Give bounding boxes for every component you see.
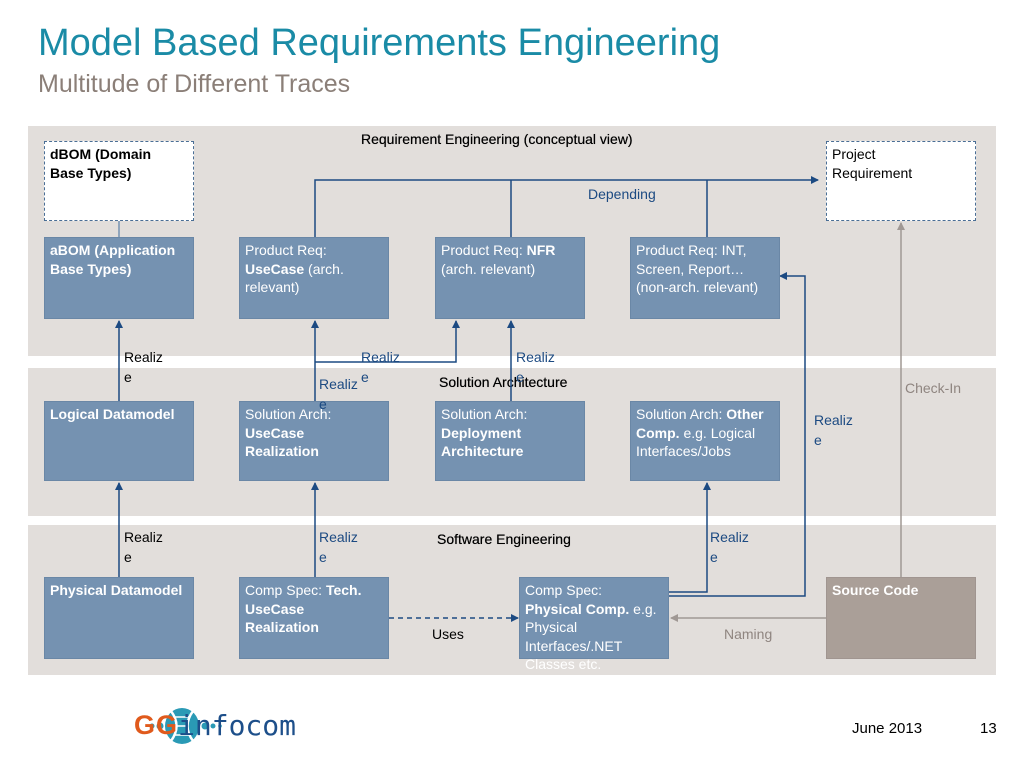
cs-phys-line3: Physical (525, 619, 578, 635)
box-project-requirement: Project Requirement (826, 141, 976, 221)
logo-infocom-text: infocom (178, 709, 297, 742)
pr-uc-bold: UseCase (245, 260, 305, 277)
sa-uc-line1: Solution Arch: (245, 406, 332, 422)
box-abom: aBOM (Application Base Types) (44, 237, 194, 319)
label-naming: Naming (724, 626, 773, 642)
pr-uc-line1: Product Req: (245, 242, 327, 258)
footer-page-number: 13 (980, 720, 997, 737)
box-logical-datamodel: Logical Datamodel (44, 401, 194, 481)
cs-tech-bold3: Realization (245, 619, 319, 635)
box-sa-other: Solution Arch: Other Comp. e.g. Logical … (630, 401, 780, 481)
gg-infocom-logo-icon (149, 708, 222, 744)
logo-gg-text: GG (134, 710, 179, 740)
sa-uc-bold2: Realization (245, 443, 319, 459)
cs-phys-line5: Classes etc. (525, 656, 602, 672)
pr-uc-line3: relevant) (245, 279, 300, 295)
dbom-line1: dBOM (Domain (50, 146, 152, 162)
box-comp-spec-physical: Comp Spec: Physical Comp. e.g. Physical … (519, 577, 669, 672)
box-product-req-int: Product Req: INT, Screen, Report… (non-a… (630, 237, 780, 319)
label-depending: Depending (588, 186, 656, 202)
label-realize-csphys: Realize (710, 529, 749, 565)
cs-tech-prefix: Comp Spec: (245, 582, 326, 598)
slide-title: Model Based Requirements Engineering (38, 22, 721, 64)
pr-nfr-prefix: Product Req: (441, 242, 527, 258)
label-uses: Uses (432, 626, 464, 642)
sa-dep-bold2: Architecture (441, 443, 524, 459)
label-realize-deploy: Realize (516, 349, 555, 385)
label-realize-cstech: Realize (319, 529, 358, 565)
cs-tech-bold2: UseCase (245, 600, 305, 617)
band-label-solution: Solution Architecture (439, 374, 568, 390)
arrow-csphys-saother (669, 482, 711, 593)
box-sa-usecase: Solution Arch: UseCase Realization (239, 401, 389, 481)
cs-phys-line1: Comp Spec: (525, 582, 603, 598)
physical-dm-text: Physical Datamodel (50, 582, 183, 598)
sa-uc-bold1: UseCase (245, 424, 305, 441)
band-label-requirement: Requirement Engineering (conceptual view… (361, 131, 633, 147)
sa-dep-line1: Solution Arch: (441, 406, 528, 422)
footer-date: June 2013 (852, 720, 923, 737)
sa-oth-rest: e.g. Logical (679, 424, 756, 441)
box-product-req-nfr: Product Req: NFR (arch. relevant) (435, 237, 585, 319)
source-code-text: Source Code (832, 582, 919, 598)
cs-phys-bold: Physical Comp. (525, 600, 630, 617)
logical-dm-text: Logical Datamodel (50, 406, 175, 422)
slide-subtitle: Multitude of Different Traces (38, 70, 351, 98)
sa-oth-line3: Interfaces/Jobs (636, 443, 731, 459)
pr-nfr-bold: NFR (526, 242, 556, 258)
box-comp-spec-tech: Comp Spec: Tech. UseCase Realization (239, 577, 389, 659)
dbom-line2: Base Types) (50, 164, 132, 181)
box-physical-datamodel: Physical Datamodel (44, 577, 194, 659)
pr-uc-rest: (arch. (304, 260, 344, 277)
project-req-line1: Project (832, 146, 876, 162)
abom-line1: aBOM (Application (50, 242, 176, 258)
label-check-in: Check-In (905, 380, 962, 396)
box-sa-deployment: Solution Arch: Deployment Architecture (435, 401, 585, 481)
label-realize-sa-nfr: Realize (361, 349, 400, 385)
arrow-csphys-print (669, 272, 806, 597)
cs-phys-line4: Interfaces/.NET (525, 637, 623, 654)
box-product-req-usecase: Product Req: UseCase (arch. relevant) (239, 237, 389, 319)
project-req-line2: Requirement (832, 164, 913, 181)
sa-oth-prefix: Solution Arch: (636, 406, 727, 422)
sa-oth-bold2: Comp. (636, 424, 680, 441)
pr-int-line2: Screen, Report… (636, 260, 745, 277)
box-source-code: Source Code (826, 577, 976, 659)
pr-int-line1: Product Req: INT, (636, 242, 747, 258)
abom-line2: Base Types) (50, 260, 132, 277)
pr-int-line3: (non-arch. relevant) (636, 279, 759, 295)
depending-line (314, 176, 819, 237)
label-realize-physical: Realize (124, 529, 163, 565)
sa-dep-bold1: Deployment (441, 424, 522, 441)
arrow-sa-uc-nfr (315, 320, 460, 363)
cs-tech-bold: Tech. (325, 582, 362, 598)
pr-nfr-line2: (arch. relevant) (441, 260, 536, 277)
label-realize-sa-uc: Realize (319, 376, 358, 412)
cs-phys-rest: e.g. (629, 600, 657, 617)
label-realize-logical-abom: Realize (124, 349, 163, 385)
sa-oth-bold: Other (726, 406, 764, 422)
box-dbom: dBOM (Domain Base Types) (44, 141, 194, 221)
band-label-software: Software Engineering (437, 531, 571, 547)
label-realize-print: Realize (814, 412, 853, 448)
